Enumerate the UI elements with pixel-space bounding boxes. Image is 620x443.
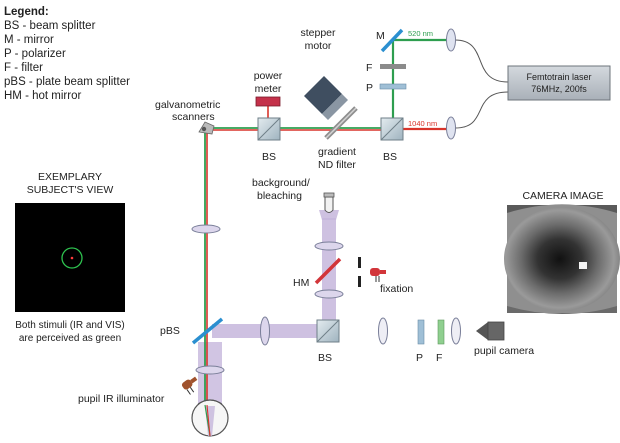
lens-background-2	[314, 289, 344, 299]
background-bleaching-source	[323, 192, 335, 213]
lens-background-1	[314, 241, 344, 251]
eye	[191, 399, 229, 437]
subject-view-caption-1: Both stimuli (IR and VIS)	[15, 320, 124, 331]
filter-lower-label: F	[436, 352, 442, 364]
plate-beam-splitter	[191, 317, 224, 345]
beam-splitter-power	[257, 117, 281, 141]
fixation-source	[358, 257, 386, 287]
subject-view-title-1: EXEMPLARY	[38, 171, 102, 183]
filter-lower	[437, 319, 445, 345]
laser-box	[507, 65, 611, 101]
subject-view-panel: EXEMPLARY SUBJECT'S VIEW Both stimuli (I…	[15, 171, 125, 344]
stepper-label-1: stepper	[300, 27, 336, 39]
lens-camera-path	[378, 317, 388, 345]
laser-spec: 76MHz, 200fs	[531, 84, 587, 94]
gradient-nd-filter	[324, 106, 358, 140]
fiber-upper	[454, 39, 509, 83]
legend-item: P - polarizer	[4, 48, 66, 60]
lens-vertical-2	[195, 365, 225, 375]
legend-title: Legend:	[4, 6, 49, 18]
pbs-label: pBS	[160, 325, 180, 337]
lens-horizontal	[260, 316, 270, 346]
legend-item: pBS - plate beam splitter	[4, 76, 130, 88]
mirror-label: M	[376, 30, 385, 42]
beam-splitter-laser	[380, 117, 404, 141]
pupil-illuminator-label: pupil IR illuminator	[78, 393, 165, 405]
nd-filter-label-1: gradient	[318, 146, 356, 158]
legend-item: M - mirror	[4, 34, 54, 46]
background-label-1: background/	[252, 177, 310, 189]
filter-upper	[380, 64, 406, 69]
camera-image-title: CAMERA IMAGE	[522, 190, 603, 202]
green-stimulus-ring	[61, 247, 83, 269]
laser-fibers	[454, 39, 509, 129]
hot-mirror	[314, 257, 342, 285]
visible-light-paths	[198, 210, 339, 428]
subject-view-title-2: SUBJECT'S VIEW	[27, 184, 114, 196]
stepper-label-2: motor	[305, 40, 332, 52]
beam-splitter-lower	[316, 319, 340, 343]
fiber-lens-upper	[446, 28, 456, 52]
power-meter	[255, 96, 281, 107]
bs-power-label: BS	[262, 151, 276, 163]
stepper-motor	[304, 76, 348, 120]
pupil-camera	[476, 321, 505, 341]
polarizer-upper-label: P	[366, 82, 373, 94]
legend-item: F - filter	[4, 62, 43, 74]
camera-image-panel: CAMERA IMAGE	[504, 190, 620, 314]
power-meter-label-2: meter	[255, 83, 282, 95]
camera-lens	[451, 317, 461, 345]
fixation-label: fixation	[380, 283, 413, 295]
pupil-ir-illuminator	[181, 376, 198, 395]
corneal-reflection	[579, 262, 587, 269]
green-wavelength-label: 520 nm	[408, 29, 433, 38]
femtotrain-laser: Femtotrain laser 76MHz, 200fs	[507, 65, 611, 101]
mirror-m	[380, 28, 404, 53]
lens-vertical-1	[191, 224, 221, 234]
legend: Legend: BS - beam splitter M - mirror P …	[4, 6, 130, 102]
fiber-lower	[454, 91, 509, 129]
background-label-2: bleaching	[257, 190, 302, 202]
nd-filter-label-2: ND filter	[318, 159, 356, 171]
polarizer-lower	[417, 319, 425, 345]
galvanometric-scanners	[198, 121, 215, 135]
red-wavelength-label: 1040 nm	[408, 119, 437, 128]
polarizer-upper	[379, 83, 407, 90]
laser-name: Femtotrain laser	[526, 72, 591, 82]
center-stimulus-dot	[70, 256, 74, 260]
fiber-lens-lower	[446, 116, 456, 140]
filter-upper-label: F	[366, 62, 372, 74]
bs-lower-label: BS	[318, 352, 332, 364]
power-meter-label-1: power	[254, 70, 283, 82]
polarizer-lower-label: P	[416, 352, 423, 364]
legend-item: HM - hot mirror	[4, 90, 81, 102]
hot-mirror-label: HM	[293, 277, 309, 289]
pupil-camera-label: pupil camera	[474, 345, 534, 357]
legend-item: BS - beam splitter	[4, 20, 96, 32]
subject-view-caption-2: are perceived as green	[19, 333, 121, 344]
bs-laser-label: BS	[383, 151, 397, 163]
subject-view-image	[15, 203, 125, 312]
galvo-label-1: galvanometric	[155, 99, 220, 111]
galvo-label-2: scanners	[172, 111, 215, 123]
